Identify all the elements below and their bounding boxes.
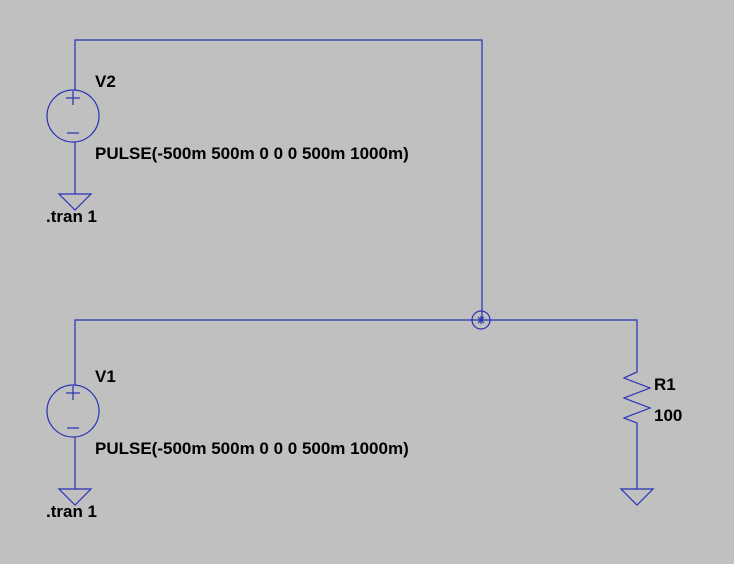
ground-icon: [619, 488, 655, 506]
wire-v1-top: [74, 319, 638, 385]
ground-r1[interactable]: [619, 488, 655, 506]
probe-marker[interactable]: [471, 310, 491, 330]
v2-value-label[interactable]: PULSE(-500m 500m 0 0 0 500m 1000m): [95, 144, 409, 163]
voltage-source-icon: [46, 89, 100, 143]
resistor-r1[interactable]: [622, 370, 652, 425]
ground-icon: [57, 193, 93, 211]
r1-name-label[interactable]: R1: [654, 375, 676, 394]
voltage-source-v2[interactable]: [46, 89, 100, 143]
resistor-icon: [622, 370, 652, 425]
v1-tran-directive[interactable]: .tran 1: [46, 502, 97, 521]
voltage-source-icon: [46, 384, 100, 438]
v1-name-label[interactable]: V1: [95, 367, 116, 386]
wire-v2-top: [74, 39, 483, 320]
v1-value-label[interactable]: PULSE(-500m 500m 0 0 0 500m 1000m): [95, 439, 409, 458]
voltage-source-v1[interactable]: [46, 384, 100, 438]
ground-v1[interactable]: [57, 488, 93, 506]
wires: [74, 39, 638, 489]
r1-value-label[interactable]: 100: [654, 406, 682, 425]
ground-v2[interactable]: [57, 193, 93, 211]
v2-name-label[interactable]: V2: [95, 72, 116, 91]
probe-marker-icon: [471, 310, 491, 330]
ground-icon: [57, 488, 93, 506]
v2-tran-directive[interactable]: .tran 1: [46, 207, 97, 226]
